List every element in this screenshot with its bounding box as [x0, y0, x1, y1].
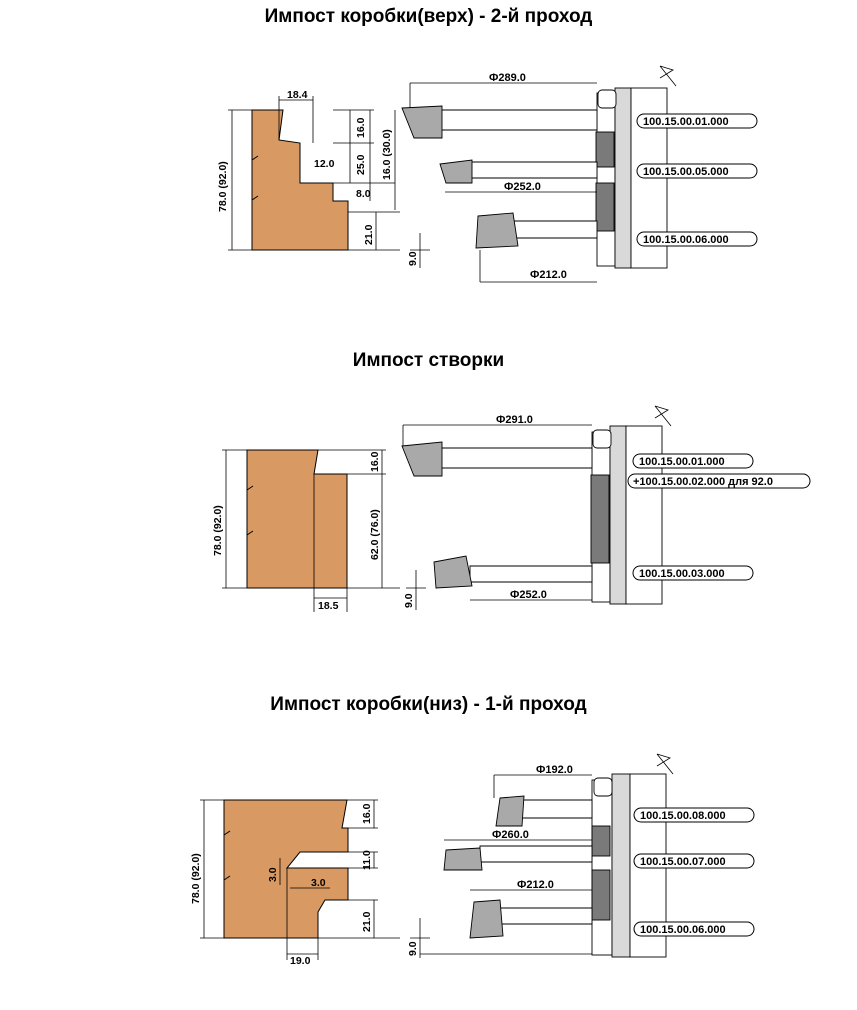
- diameter-3-a: Ф192.0: [536, 764, 573, 776]
- svg-text:100.15.00.03.000: 100.15.00.03.000: [639, 568, 725, 580]
- dim-3-h: 9.0: [407, 941, 419, 956]
- dim-2-c: 78.0 (92.0): [212, 505, 224, 556]
- diameter-1-b: Ф252.0: [504, 181, 541, 193]
- workpiece-profile-1: [251, 109, 349, 251]
- section-3-drawing: 16.0 11.0 3.0 3.0 21.0 78.0 (92.0) 19.0 …: [190, 753, 755, 967]
- diameter-1-c: Ф212.0: [530, 269, 567, 281]
- svg-text:100.15.00.01.000: 100.15.00.01.000: [639, 456, 725, 468]
- workpiece-profile-3: [223, 799, 349, 939]
- tool-assembly-2: [401, 425, 663, 605]
- dim-2-a: 16.0: [369, 451, 381, 472]
- section-2-title: Импост створки: [352, 350, 505, 371]
- dim-2-d: 18.5: [318, 600, 339, 612]
- dim-1-h: 78.0 (92.0): [217, 161, 229, 212]
- dim-3-c: 3.0: [267, 867, 279, 882]
- dim-1-f: 8.0: [356, 188, 371, 200]
- dim-1-e: 12.0: [314, 158, 335, 170]
- section-1-title: Импост коробки(верх) - 2-й проход: [264, 6, 593, 27]
- workpiece-profile-2: [246, 449, 348, 589]
- diameter-3-c: Ф212.0: [517, 879, 554, 891]
- dim-3-f: 78.0 (92.0): [190, 853, 202, 904]
- part-label-2-b: +100.15.00.02.000 для 92.0: [627, 473, 811, 489]
- svg-text:100.15.00.06.000: 100.15.00.06.000: [643, 234, 729, 246]
- svg-text:100.15.00.05.000: 100.15.00.05.000: [643, 166, 729, 178]
- part-label-1-b: 100.15.00.05.000: [636, 163, 758, 179]
- section-3-title: Импост коробки(низ) - 1-й проход: [270, 694, 587, 715]
- part-label-2-a: 100.15.00.01.000: [632, 453, 754, 469]
- dim-1-g: 21.0: [363, 224, 375, 245]
- svg-text:100.15.00.08.000: 100.15.00.08.000: [640, 810, 726, 822]
- dim-1-a: 18.4: [287, 89, 308, 101]
- dim-1-b: 16.0: [355, 117, 367, 138]
- dim-1-i: 9.0: [407, 251, 419, 266]
- dim-3-e: 21.0: [361, 911, 373, 932]
- svg-text:100.15.00.06.000: 100.15.00.06.000: [640, 924, 726, 936]
- part-label-3-b: 100.15.00.07.000: [633, 853, 755, 869]
- part-label-2-c: 100.15.00.03.000: [632, 565, 754, 581]
- dim-3-b: 11.0: [361, 850, 373, 870]
- svg-text:+100.15.00.02.000 для 92.0: +100.15.00.02.000 для 92.0: [633, 476, 773, 488]
- svg-text:100.15.00.01.000: 100.15.00.01.000: [643, 116, 729, 128]
- tool-assembly-3: [443, 773, 667, 958]
- section-2-drawing: 16.0 62.0 (76.0) 78.0 (92.0) 18.5 9.0: [212, 405, 811, 612]
- part-label-1-c: 100.15.00.06.000: [636, 231, 758, 247]
- part-label-3-a: 100.15.00.08.000: [633, 807, 755, 823]
- diameter-3-b: Ф260.0: [492, 829, 529, 841]
- diameter-2-a: Ф291.0: [496, 414, 533, 426]
- dim-2-b: 62.0 (76.0): [369, 509, 381, 560]
- dim-1-d: 16.0 (30.0): [381, 129, 393, 180]
- part-label-3-c: 100.15.00.06.000: [633, 921, 755, 937]
- section-1-drawing: 18.4 16.0 25.0 16.0 (30.0) 12.0 8.0 21.0…: [217, 65, 758, 283]
- part-label-1-a: 100.15.00.01.000: [636, 113, 758, 129]
- tool-assembly-1: [401, 87, 668, 269]
- svg-text:100.15.00.07.000: 100.15.00.07.000: [640, 856, 726, 868]
- dim-2-e: 9.0: [403, 593, 415, 608]
- dim-3-a: 16.0: [361, 803, 373, 824]
- dim-3-d: 3.0: [311, 877, 326, 889]
- dim-1-c: 25.0: [355, 154, 367, 175]
- diameter-1-a: Ф289.0: [489, 72, 526, 84]
- dim-3-g: 19.0: [290, 955, 311, 967]
- diameter-2-b: Ф252.0: [510, 589, 547, 601]
